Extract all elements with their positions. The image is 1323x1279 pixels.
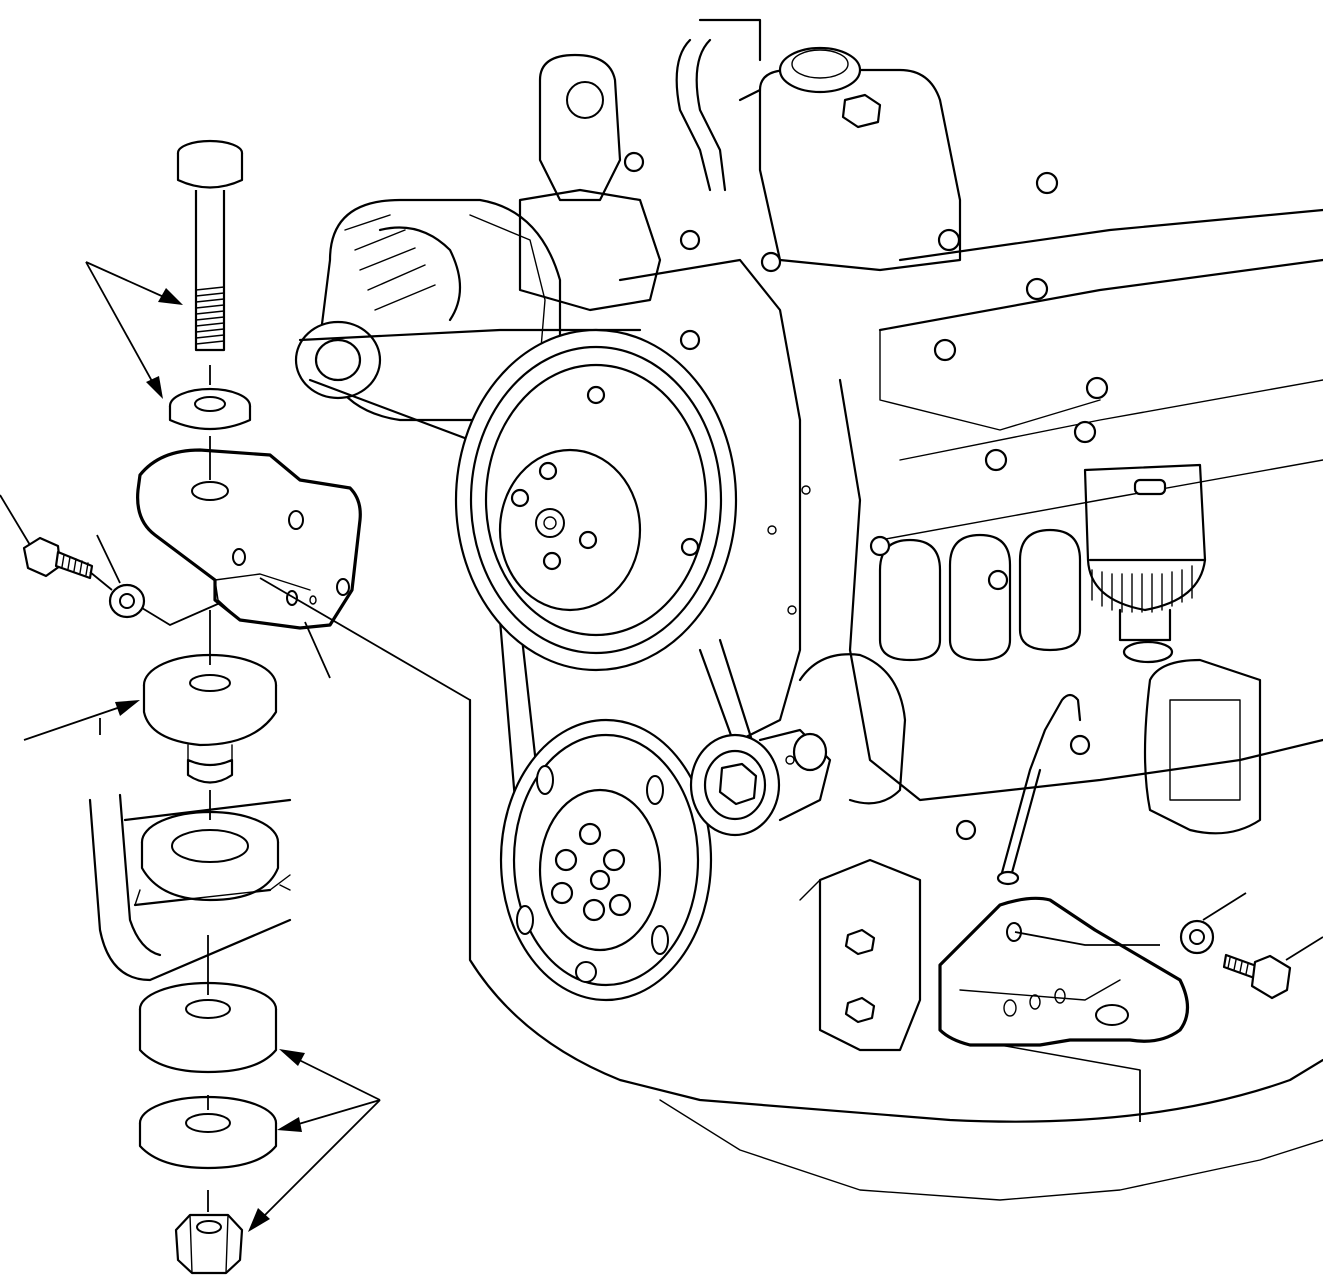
belt-tensioner [689, 653, 907, 837]
engine-side-bracket [799, 858, 922, 1052]
chassis-mount-plate [88, 793, 292, 982]
lower-rubber-cushion-b [138, 1095, 278, 1170]
upper-rubber-cushion [142, 653, 278, 784]
left-washer-leader [96, 534, 121, 584]
right-washer-leader [1202, 892, 1247, 921]
left-bolt-leader [0, 494, 31, 546]
crankshaft-pulley [499, 718, 713, 1002]
left-bolt-centerline [89, 571, 221, 627]
left-mount-bracket [136, 448, 362, 630]
mount-through-bolt [176, 139, 244, 352]
right-mount-bracket [938, 896, 1190, 1122]
bolt-washer-callout-arrows [85, 261, 183, 399]
upper-cushion-callout-arrow [23, 700, 140, 741]
lower-rubber-cushion-a [138, 981, 278, 1074]
right-bolt-leader [1285, 936, 1323, 961]
engine-block [468, 18, 1323, 1201]
upper-washer [168, 387, 252, 431]
left-washer [108, 583, 146, 619]
fan-pulley [454, 328, 738, 672]
right-washer [1179, 919, 1215, 955]
right-bolt [1222, 953, 1292, 1000]
bracket-to-engine-line [259, 577, 471, 701]
mount-nut [174, 1213, 244, 1275]
left-bolt [22, 536, 94, 580]
bracket-leader [304, 621, 331, 679]
right-bracket-centerline [1014, 931, 1160, 946]
stack-centerline [207, 365, 211, 1212]
lower-parts-callout-arrows [248, 1049, 381, 1232]
